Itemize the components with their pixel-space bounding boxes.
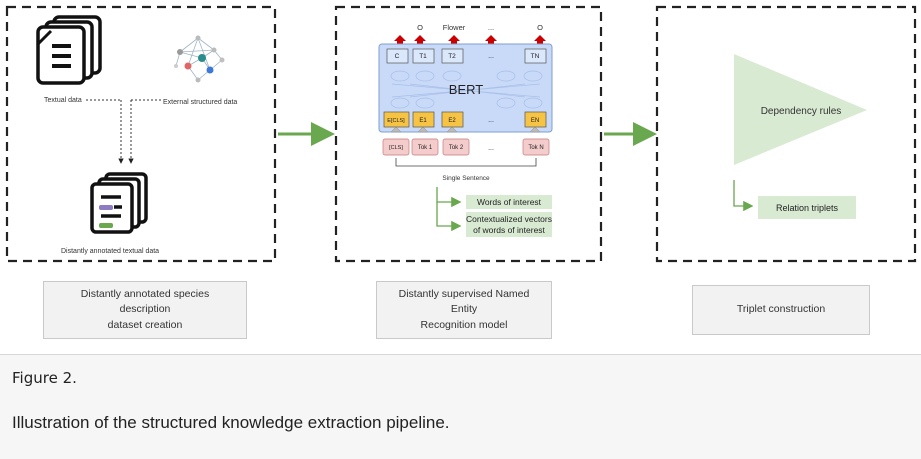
panel-1-border <box>5 5 277 263</box>
contextualized-vectors-box <box>466 212 552 237</box>
grey-up-arrows <box>390 126 541 133</box>
embedding-1: E1 <box>419 118 427 124</box>
dependency-rules-triangle <box>734 54 867 165</box>
token-c: C <box>395 53 400 60</box>
output-branch-arrow-1 <box>436 187 462 208</box>
token-ellipsis: ... <box>488 53 494 60</box>
pipeline-diagram: Textual data External structured data Di… <box>5 5 917 263</box>
pipeline-figure: Textual data External structured data Di… <box>5 5 917 339</box>
output-token-row <box>386 48 547 64</box>
words-of-interest-box <box>466 195 552 209</box>
panel-3-border <box>655 5 917 263</box>
stage-3-line1: Triplet construction <box>736 303 826 316</box>
external-data-label: External structured data <box>163 99 237 106</box>
bert-block <box>378 43 553 133</box>
single-sentence-label: Single Sentence <box>442 175 490 182</box>
stage-1-line2: dataset creation <box>107 318 183 331</box>
stage-label-ner-model: Distantly supervised Named Entity Recogn… <box>376 281 552 339</box>
output-label-flower: Flower <box>443 23 466 32</box>
stage-2-line1: Distantly supervised Named Entity <box>398 288 530 316</box>
contextualized-vectors-line2: of words of interest <box>473 225 545 235</box>
stage-label-dataset-creation: Distantly annotated species description … <box>43 281 247 339</box>
output-label-o-last: O <box>537 23 543 32</box>
stage-1-line1: Distantly annotated species description <box>80 288 210 316</box>
panel-2-border <box>334 5 603 263</box>
contextualized-vectors-line1: Contextualized vectors <box>466 214 552 224</box>
output-label-ellipsis: ... <box>488 23 494 32</box>
stage-2-line2: Recognition model <box>420 318 508 331</box>
input-ellipsis: ... <box>488 145 494 152</box>
document-stack-icon <box>36 15 102 85</box>
input-cls: [CLS] <box>389 145 403 151</box>
output-label-o-first: O <box>417 23 423 32</box>
bert-attention-pattern <box>390 70 543 109</box>
stage-label-triplet-construction: Triplet construction <box>692 285 870 335</box>
embedding-cls: E[CLS] <box>387 118 405 124</box>
embedding-ellipsis: ... <box>488 117 494 124</box>
embedding-row <box>383 111 547 128</box>
figure-label: Figure 2. <box>12 369 77 387</box>
relation-triplets-label: Relation triplets <box>776 203 839 213</box>
words-of-interest-label: Words of interest <box>477 197 542 207</box>
token-t2: T2 <box>448 53 456 60</box>
red-up-arrows <box>394 35 546 46</box>
input-tok1: Tok 1 <box>418 145 433 151</box>
figure-caption: Figure 2. Illustration of the structured… <box>0 354 921 459</box>
dependency-rules-label: Dependency rules <box>761 106 842 117</box>
token-tn: TN <box>531 53 540 60</box>
network-graph-icon <box>174 35 225 83</box>
bert-label: BERT <box>449 82 483 97</box>
output-branch-arrow-2 <box>436 202 462 232</box>
input-token-row <box>382 138 550 156</box>
token-t1: T1 <box>419 53 427 60</box>
annotated-document-stack-icon <box>90 172 148 234</box>
relation-triplets-arrow <box>733 180 754 212</box>
figure-caption-text: Illustration of the structured knowledge… <box>12 413 450 432</box>
textual-data-label: Textual data <box>44 97 82 104</box>
embedding-2: E2 <box>448 118 456 124</box>
input-tok2: Tok 2 <box>449 145 464 151</box>
sentence-bracket <box>395 158 537 167</box>
annotated-data-label: Distantly annotated textual data <box>61 248 159 255</box>
embedding-n: EN <box>531 118 539 124</box>
input-tokn: Tok N <box>528 145 543 151</box>
relation-triplets-box <box>758 196 856 219</box>
